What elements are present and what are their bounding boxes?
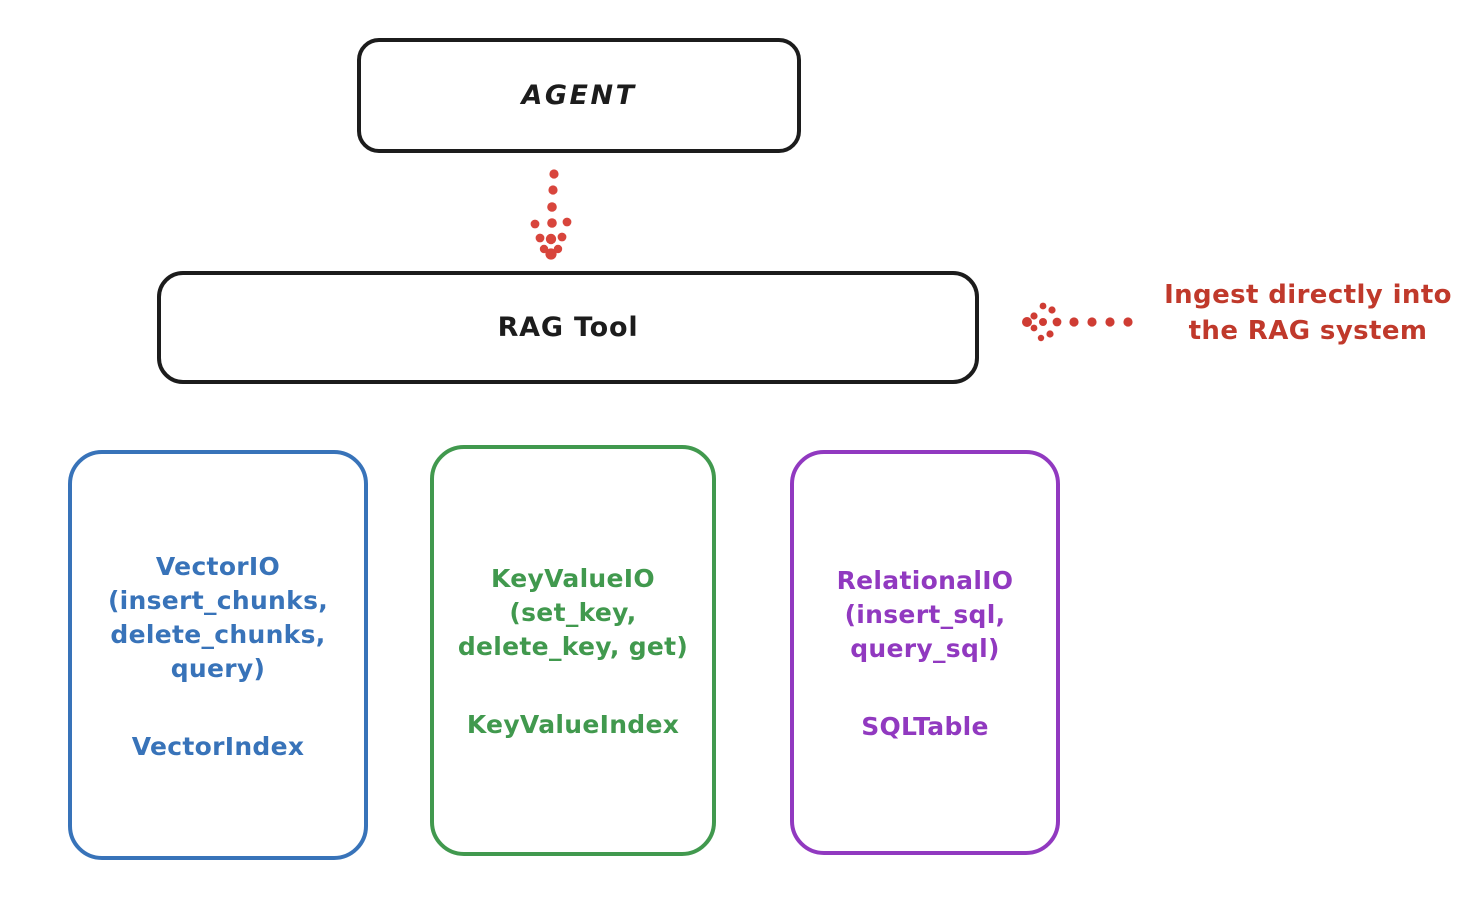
node-vector-io-title: VectorIO (insert_chunks, delete_chunks, … — [107, 551, 329, 683]
node-relational-io-title: RelationalIO (insert_sql, query_sql) — [836, 566, 1014, 663]
ingest-to-rag-tool-arrow — [1022, 302, 1133, 342]
annotation-ingest: Ingest directly into the RAG system — [1164, 280, 1452, 346]
node-rag-tool-label: RAG Tool — [497, 311, 639, 343]
node-agent-label: AGENT — [521, 79, 637, 111]
node-vector-io-index: VectorIndex — [131, 731, 305, 761]
node-relational-io[interactable]: RelationalIO (insert_sql, query_sql) SQL… — [790, 450, 1060, 855]
node-agent[interactable]: AGENT — [357, 38, 801, 153]
node-vector-io[interactable]: VectorIO (insert_chunks, delete_chunks, … — [68, 450, 368, 860]
node-key-value-io-title: KeyValueIO (set_key, delete_key, get) — [457, 564, 689, 661]
node-rag-tool[interactable]: RAG Tool — [157, 271, 979, 384]
node-key-value-io-index: KeyValueIndex — [466, 710, 680, 739]
node-relational-io-index: SQLTable — [861, 712, 989, 741]
agent-to-rag-tool-arrow — [530, 169, 572, 260]
node-key-value-io[interactable]: KeyValueIO (set_key, delete_key, get) Ke… — [430, 445, 716, 856]
